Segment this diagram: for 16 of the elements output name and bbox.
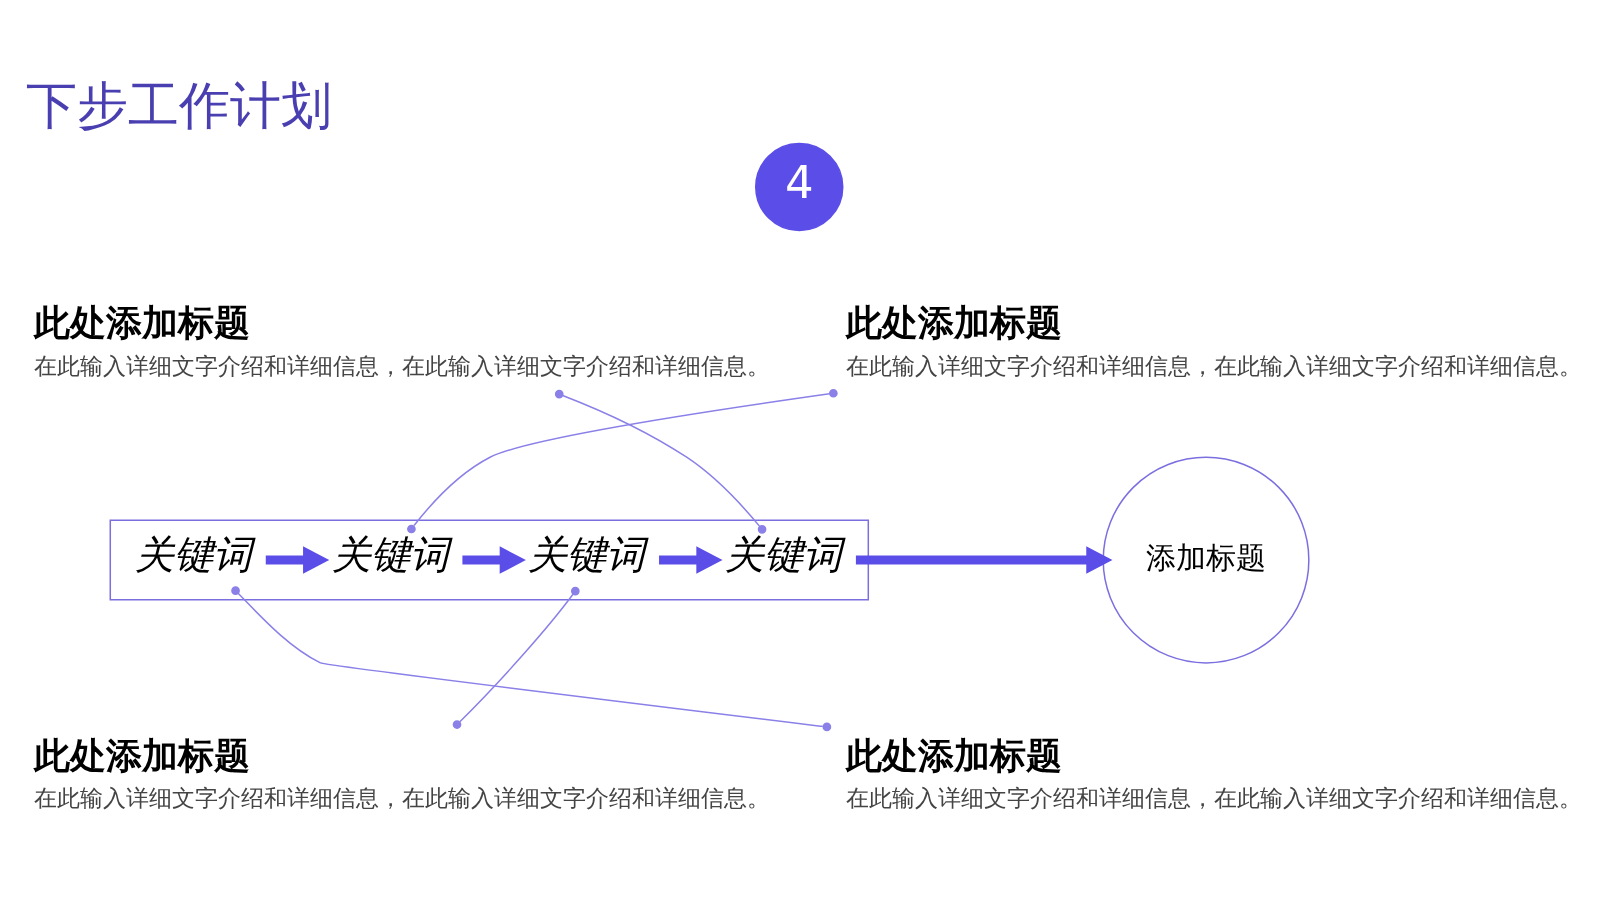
connector	[407, 388, 838, 533]
arrow	[462, 545, 526, 574]
node-text: 此处添加标题 在此输入详细文字介绍和详细信息，在此输入详细文字介绍和详细信息。	[845, 734, 1582, 811]
node-circle: 添加标题	[1102, 456, 1310, 664]
connector	[231, 585, 832, 731]
diagram-title: 下步工作计划	[26, 75, 333, 135]
connector	[554, 389, 767, 534]
connector	[452, 586, 580, 729]
node-text: 此处添加标题 在此输入详细文字介绍和详细信息，在此输入详细文字介绍和详细信息。	[33, 734, 770, 811]
arrow	[265, 545, 330, 574]
arrow	[855, 545, 1113, 574]
node-circle: 4	[755, 142, 844, 231]
node-text: 此处添加标题 在此输入详细文字介绍和详细信息，在此输入详细文字介绍和详细信息。	[33, 301, 770, 379]
arrow	[659, 545, 723, 574]
node-text: 此处添加标题 在此输入详细文字介绍和详细信息，在此输入详细文字介绍和详细信息。	[845, 301, 1582, 379]
cluster	[109, 519, 870, 601]
